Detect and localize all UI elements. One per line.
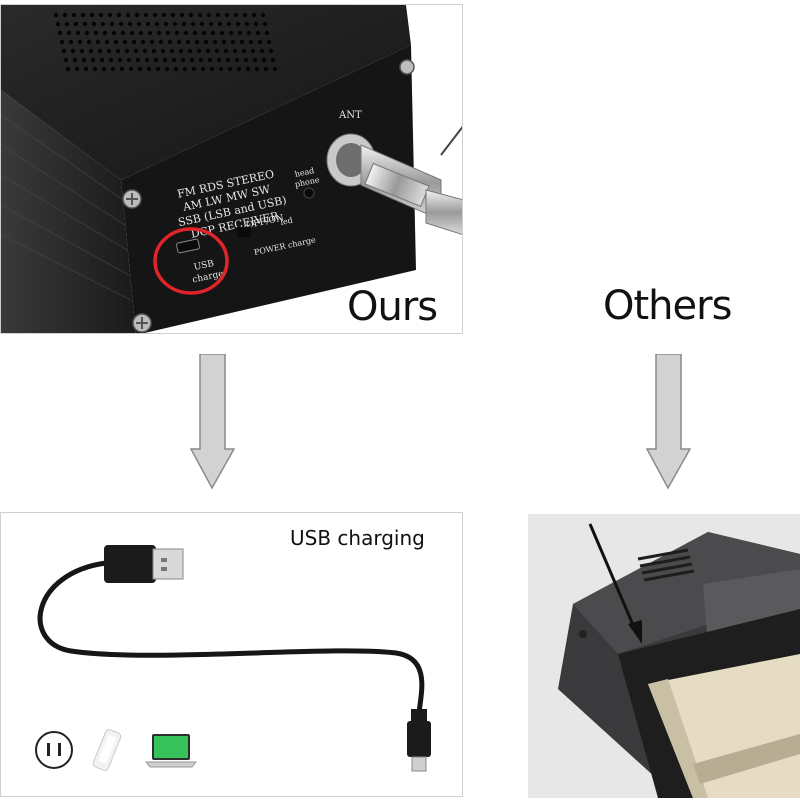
usb-port-label: USB <box>193 259 215 273</box>
power-bank-icon <box>92 729 122 771</box>
battery-radio-illustration <box>528 514 800 798</box>
speaker-grille <box>53 12 278 72</box>
power-outlet-icon <box>35 731 73 769</box>
usb-a-plug <box>104 545 184 583</box>
radio-grille <box>637 548 695 582</box>
laptop-icon <box>144 734 198 768</box>
headphone-jack <box>303 187 315 199</box>
others-product-photo <box>528 514 800 798</box>
ours-product-panel: FM RDS STEREO AM LW MW SW SSB (LSB and U… <box>0 4 463 334</box>
antenna-connector <box>326 125 462 235</box>
power-switch <box>237 227 251 237</box>
led-label: led <box>280 216 294 227</box>
usb-cable-illustration <box>37 545 431 772</box>
others-label: Others <box>603 283 732 329</box>
radio-back-panel-illustration: FM RDS STEREO AM LW MW SW SSB (LSB and U… <box>1 5 462 333</box>
pointer-arrow-icon <box>588 523 642 644</box>
mini-usb-port <box>176 238 200 254</box>
battery <box>648 654 800 798</box>
usb-charging-label: USB charging <box>290 526 425 550</box>
micro-usb-plug <box>407 709 431 772</box>
ant-label: ANT <box>338 110 362 121</box>
screw-icons <box>122 59 415 333</box>
usb-charging-panel <box>0 512 463 797</box>
usb-cable <box>37 560 425 716</box>
down-arrow-icon <box>190 354 235 490</box>
head-label: head <box>294 166 315 179</box>
usb-port-highlight-circle <box>153 227 229 295</box>
ours-label: Ours <box>347 284 438 330</box>
down-arrow-icon <box>646 354 691 490</box>
